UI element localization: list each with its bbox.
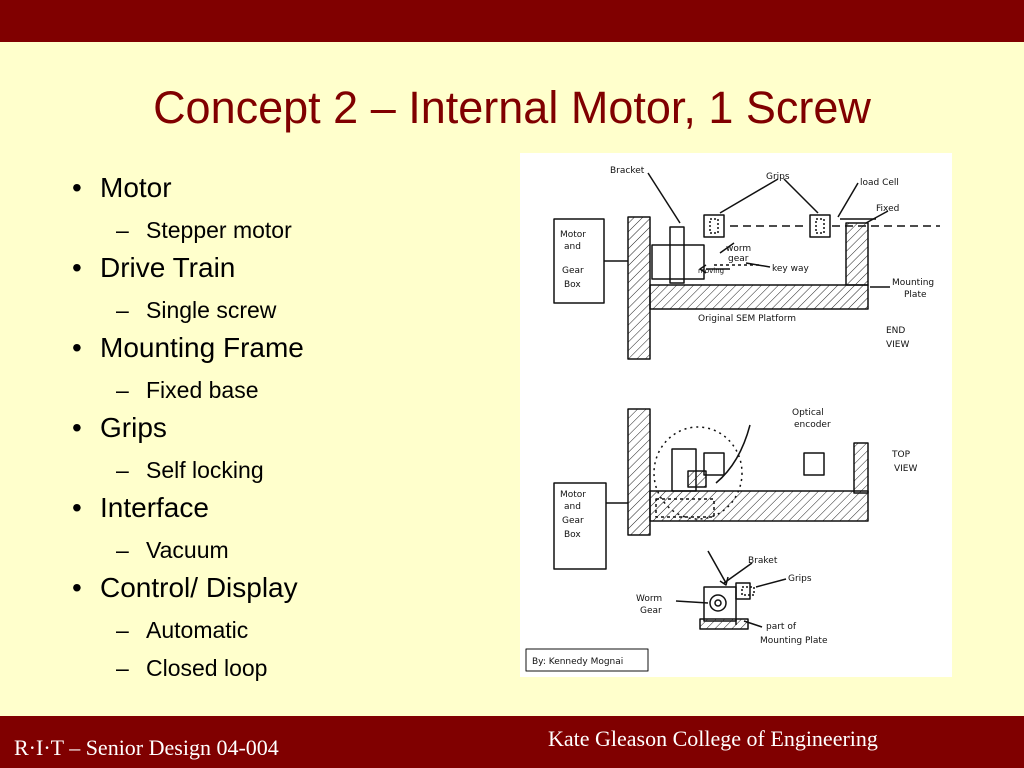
label-and-2: and <box>564 502 581 512</box>
detail-bracket <box>703 586 737 622</box>
worm-gear-box <box>651 244 705 280</box>
motor-gear-box-top <box>553 482 607 570</box>
author-box <box>525 648 649 672</box>
bullet-item: • Grips –Self locking <box>62 410 502 490</box>
right-upright-hatched <box>845 222 869 286</box>
bullet-label: Interface <box>100 492 209 523</box>
label-key-way: key way <box>772 264 809 274</box>
bullet-mark: • <box>72 572 82 603</box>
label-motor-2: Motor <box>560 490 586 500</box>
label-mounting: Mounting <box>892 278 934 288</box>
label-moving: moving <box>698 267 724 275</box>
label-platform: Original SEM Platform <box>698 314 796 324</box>
sub-bullet-mark: – <box>116 297 129 323</box>
footer-right: Kate Gleason College of Engineering <box>548 726 878 751</box>
sketch-drawing: Bracket Grips load Cell Fixed Motor and … <box>525 166 940 672</box>
bullet-mark: • <box>72 172 82 203</box>
concept-sketch: Bracket Grips load Cell Fixed Motor and … <box>520 153 952 677</box>
label-mounting-plate: Mounting Plate <box>760 636 828 646</box>
sub-bullet-mark: – <box>116 537 129 563</box>
platform-top-hatched <box>649 490 869 522</box>
sub-bullet-mark: – <box>116 377 129 403</box>
sub-bullet-label: Fixed base <box>146 377 259 403</box>
bullet-list: •Motor –Stepper motor •Drive Train –Sing… <box>62 170 502 688</box>
sub-bullet-mark: – <box>116 617 129 643</box>
right-wall-top-hatched <box>853 442 869 494</box>
label-end: END <box>886 326 905 336</box>
label-top-view: VIEW <box>894 464 917 474</box>
sub-bullet-mark: – <box>116 457 129 483</box>
bullet-item: • Mounting Frame –Fixed base <box>62 330 502 410</box>
label-and-1: and <box>564 242 581 252</box>
sub-bullet-label: Single screw <box>146 297 277 323</box>
label-author: By: Kennedy Mognai <box>532 657 623 667</box>
label-gear-2: Gear <box>562 516 584 526</box>
fixed-grip-end <box>809 214 831 238</box>
label-fixed: Fixed <box>876 204 899 214</box>
sub-bullet-mark: – <box>116 217 129 243</box>
bullet-label: Drive Train <box>100 252 236 283</box>
bullet-item: • Interface –Vacuum <box>62 490 502 570</box>
label-box-1: Box <box>564 280 581 290</box>
bullet-mark: • <box>72 492 82 523</box>
label-worm: worm <box>726 244 751 254</box>
sub-bullet-label: Closed loop <box>146 655 268 681</box>
label-grips-2: Grips <box>788 574 812 584</box>
sub-bullet-mark: – <box>116 655 129 681</box>
moving-grip-end <box>703 214 725 238</box>
label-encoder: encoder <box>794 420 831 430</box>
bullet-label: Mounting Frame <box>100 332 304 363</box>
label-grips: Grips <box>766 172 790 182</box>
sub-bullet-label: Automatic <box>146 617 249 643</box>
bullet-item: • Motor –Stepper motor <box>62 170 502 250</box>
footer-left: R·I·T – Senior Design 04-004 <box>14 735 279 760</box>
slide-title: Concept 2 – Internal Motor, 1 Screw <box>153 82 871 133</box>
label-box-2: Box <box>564 530 581 540</box>
sub-bullet-label: Self locking <box>146 457 264 483</box>
platform-hatched <box>649 284 869 310</box>
label-worm-2: Worm <box>636 594 662 604</box>
bracket-end <box>669 226 685 284</box>
bullet-label: Motor <box>100 172 172 203</box>
end-wall-hatched <box>627 216 651 360</box>
label-view: VIEW <box>886 340 909 350</box>
label-motor-1: Motor <box>560 230 586 240</box>
bullet-label: Grips <box>100 412 167 443</box>
bullet-mark: • <box>72 252 82 283</box>
moving-block-top <box>671 448 697 492</box>
fixed-grip-top <box>803 452 825 476</box>
bullet-mark: • <box>72 332 82 363</box>
bottom-bar <box>0 716 1024 768</box>
label-optical: Optical <box>792 408 824 418</box>
bullet-label: Control/ Display <box>100 572 298 603</box>
label-gear: gear <box>728 254 749 264</box>
label-braket: Braket <box>748 556 778 566</box>
label-gear-2b: Gear <box>640 606 662 616</box>
bullet-item: • Control/ Display –Automatic –Closed loo… <box>62 570 502 688</box>
label-bracket: Bracket <box>610 166 645 176</box>
label-plate: Plate <box>904 290 927 300</box>
label-gear-1: Gear <box>562 266 584 276</box>
left-wall-top-hatched <box>627 408 651 536</box>
bullet-mark: • <box>72 412 82 443</box>
sub-bullet-label: Stepper motor <box>146 217 292 243</box>
label-part-of: part of <box>766 622 797 632</box>
label-top: TOP <box>891 450 911 460</box>
bullet-item: • Drive Train –Single screw <box>62 250 502 330</box>
top-bar <box>0 0 1024 42</box>
label-load-cell: load Cell <box>860 178 899 188</box>
sub-bullet-label: Vacuum <box>146 537 229 563</box>
